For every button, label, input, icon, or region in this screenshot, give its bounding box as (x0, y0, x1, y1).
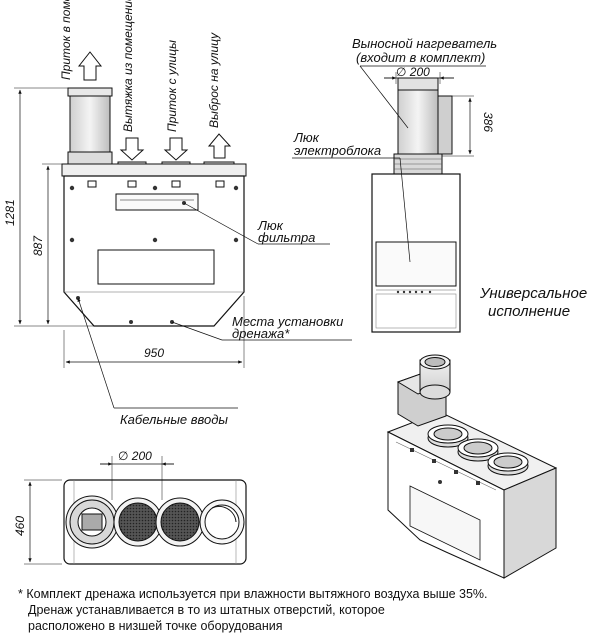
footnote-line-3: расположено в низшей точке оборудования (28, 619, 283, 633)
label-exhaust-from: Вытяжка из помещение (121, 0, 135, 132)
arrow-up-exhaust (207, 133, 232, 159)
label-exhaust-out: Выброс на улицу (207, 32, 221, 128)
arrow-up-supply (77, 51, 103, 81)
top-view (63, 479, 247, 565)
technical-drawing: Приток в помещение Вытяжка из помещение … (3, 0, 591, 579)
dim-duct-diameter-side: ∅ 200 (118, 449, 152, 463)
callout-drain: Места установки дренажа* (232, 314, 347, 341)
arrow-down-exhaust (119, 137, 145, 161)
front-view (61, 87, 247, 327)
side-view (371, 77, 461, 333)
callout-electro-hatch: Люк электроблока (293, 130, 381, 158)
label-universal: Универсальное исполнение (479, 285, 591, 320)
dimensions-front (14, 87, 245, 368)
isometric-view (386, 354, 558, 579)
label-supply-in: Приток в помещение (59, 0, 73, 80)
callout-filter-hatch: Люк фильтра (257, 218, 315, 245)
callout-heater: Выносной нагреватель (входит в комплект) (352, 36, 501, 65)
flow-arrows (77, 51, 232, 161)
footnote-line-2: Дренаж устанавливается в то из штатных о… (28, 603, 385, 617)
dim-depth: 460 (13, 516, 27, 536)
label-supply-from: Приток с улицы (165, 40, 179, 132)
callout-cable-entries: Кабельные вводы (120, 412, 228, 427)
dim-total-height: 1281 (3, 199, 17, 226)
arrow-down-supply (163, 137, 189, 161)
dim-body-height: 887 (31, 235, 45, 256)
dim-duct-diameter-top: ∅ 200 (396, 65, 430, 79)
footnote-line-1: * Комплект дренажа используется при влаж… (18, 587, 488, 601)
footnote: * Комплект дренажа используется при влаж… (18, 586, 588, 634)
dim-heater-height: 386 (481, 112, 495, 132)
dim-width: 950 (144, 346, 164, 360)
